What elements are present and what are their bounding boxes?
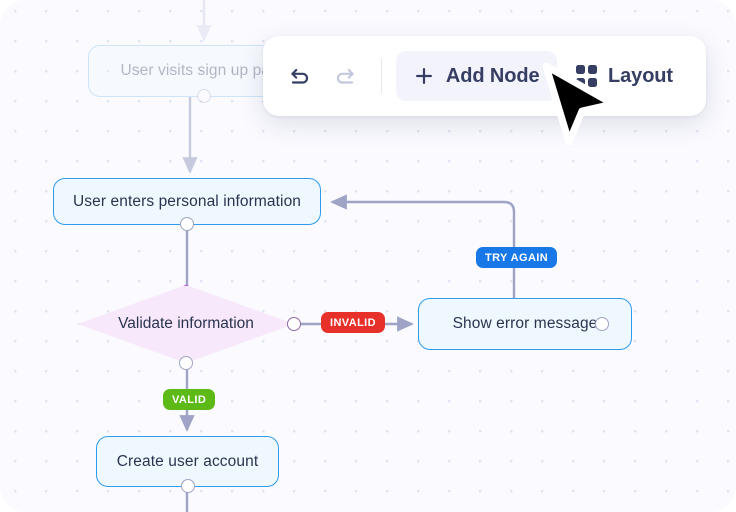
flow-node-validate-decision[interactable]: Validate information [78,285,301,370]
flow-node-personal-info[interactable]: User enters personal information [53,178,321,231]
edge-label-try-again[interactable]: TRY AGAIN [476,247,558,268]
node-label: Show error message [452,315,598,332]
node-handle-bottom[interactable] [179,356,193,370]
node-handle-right[interactable] [595,317,609,331]
node-label: User enters personal information [72,192,302,210]
redo-arrow-icon [337,68,354,84]
toolbar-divider [380,59,382,93]
add-node-button[interactable]: Add Node [395,51,557,101]
layout-button[interactable]: Layout [559,51,690,101]
editor-toolbar: Add Node Layout [263,36,706,116]
node-label: User visits sign up page [120,62,288,79]
edge-label-invalid[interactable]: INVALID [321,312,385,333]
node-handle-bottom[interactable] [180,479,195,493]
node-label: Validate information [118,315,254,332]
edge-label-valid[interactable]: VALID [163,389,216,410]
redo-button[interactable] [324,54,367,98]
node-handle-bottom[interactable] [180,217,194,231]
node-handle-bottom[interactable] [197,89,211,103]
layout-label: Layout [608,64,673,87]
undo-arrow-icon [291,68,309,84]
add-node-label: Add Node [445,64,540,87]
edge-error-personal[interactable] [330,194,516,298]
flow-node-show-error[interactable]: Show error message [418,298,632,350]
plus-icon [415,68,432,84]
grid-icon [575,65,598,87]
undo-button[interactable] [279,54,322,98]
node-label: Create user account [116,452,259,470]
node-handle-right[interactable] [287,317,301,331]
flow-node-create-account[interactable]: Create user account [96,436,279,493]
